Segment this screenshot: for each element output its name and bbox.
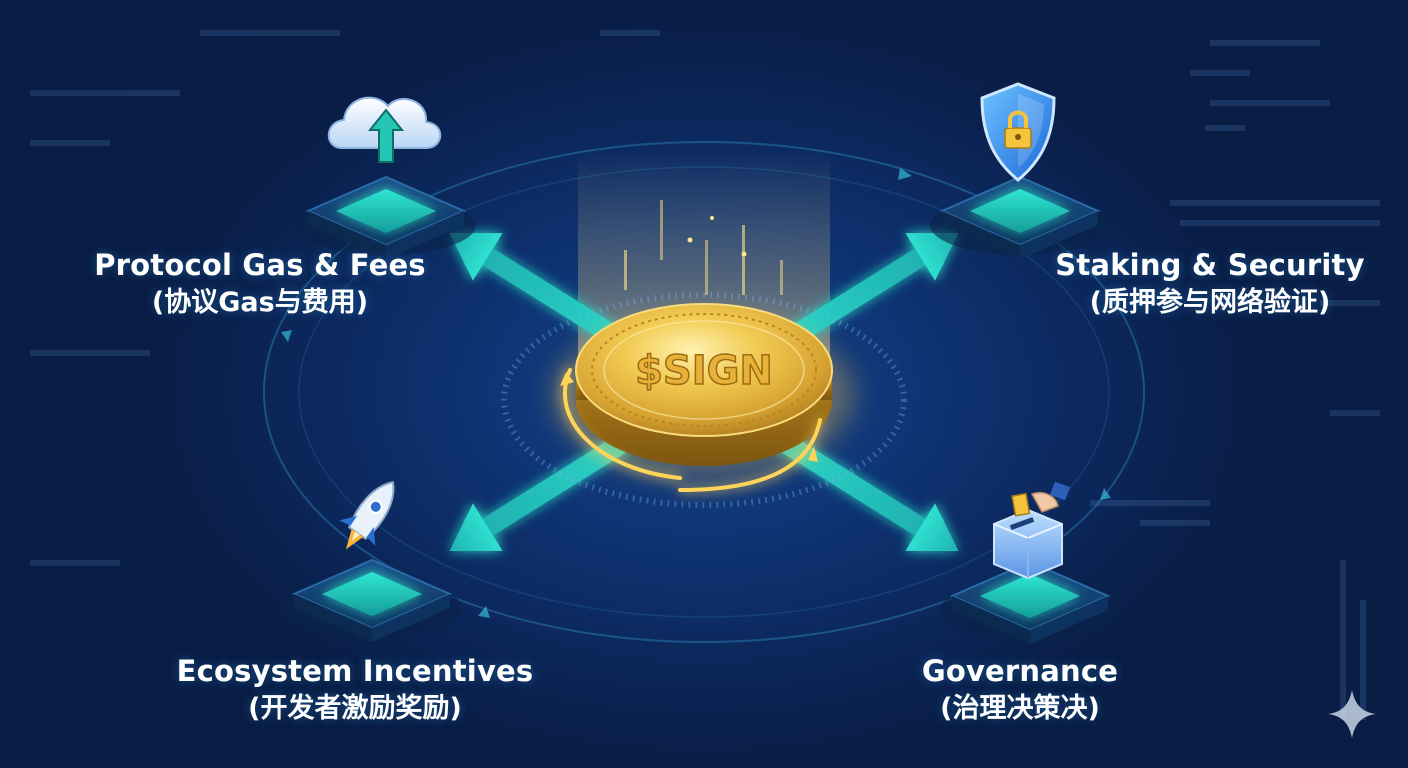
orbit-arrowhead-top-right xyxy=(898,168,912,180)
node-label-staking: Staking & Security (质押参与网络验证) xyxy=(990,246,1408,322)
background-code-texture xyxy=(30,30,1380,720)
node-label-governance: Governance (治理决策决) xyxy=(840,652,1200,728)
swirl-arrowhead-left xyxy=(560,372,574,386)
node-title-protocol: Protocol Gas & Fees xyxy=(94,248,426,282)
platform-ecosystem xyxy=(282,558,462,642)
outer-orbit-ring xyxy=(263,141,1145,643)
node-label-protocol: Protocol Gas & Fees (协议Gas与费用) xyxy=(40,246,480,322)
orbit-arrowhead-left xyxy=(281,330,292,342)
coin-swirl-arc-left xyxy=(563,368,682,480)
sign-coin xyxy=(575,303,833,466)
node-subtitle-staking: (质押参与网络验证) xyxy=(1089,287,1331,318)
sparkle-icon xyxy=(1328,690,1376,738)
orbit-arrowhead-bottom-left xyxy=(478,606,490,618)
shield-lock-icon xyxy=(980,82,1056,182)
rocket-icon xyxy=(339,481,395,550)
platform-protocol xyxy=(296,175,476,259)
beam-sparkles xyxy=(624,200,783,295)
node-title-staking: Staking & Security xyxy=(1055,248,1365,282)
coin-tick-ring xyxy=(501,292,907,508)
swirl-arrowhead-right xyxy=(808,446,818,462)
node-title-governance: Governance xyxy=(921,654,1119,688)
platform-governance xyxy=(940,560,1120,644)
node-label-ecosystem: Ecosystem Incentives (开发者激励奖励) xyxy=(135,652,575,728)
platform-staking xyxy=(930,175,1110,259)
coin-label: $SIGN xyxy=(635,348,773,394)
orbit-arrowhead-right xyxy=(1100,488,1111,500)
node-subtitle-protocol: (协议Gas与费用) xyxy=(151,287,369,318)
cloud-upload-icon xyxy=(327,96,442,163)
node-subtitle-ecosystem: (开发者激励奖励) xyxy=(248,693,462,724)
node-subtitle-governance: (治理决策决) xyxy=(940,693,1100,724)
node-title-ecosystem: Ecosystem Incentives xyxy=(176,654,534,688)
coin-swirl-arc-right xyxy=(678,418,822,492)
ballot-box-icon xyxy=(993,481,1070,580)
